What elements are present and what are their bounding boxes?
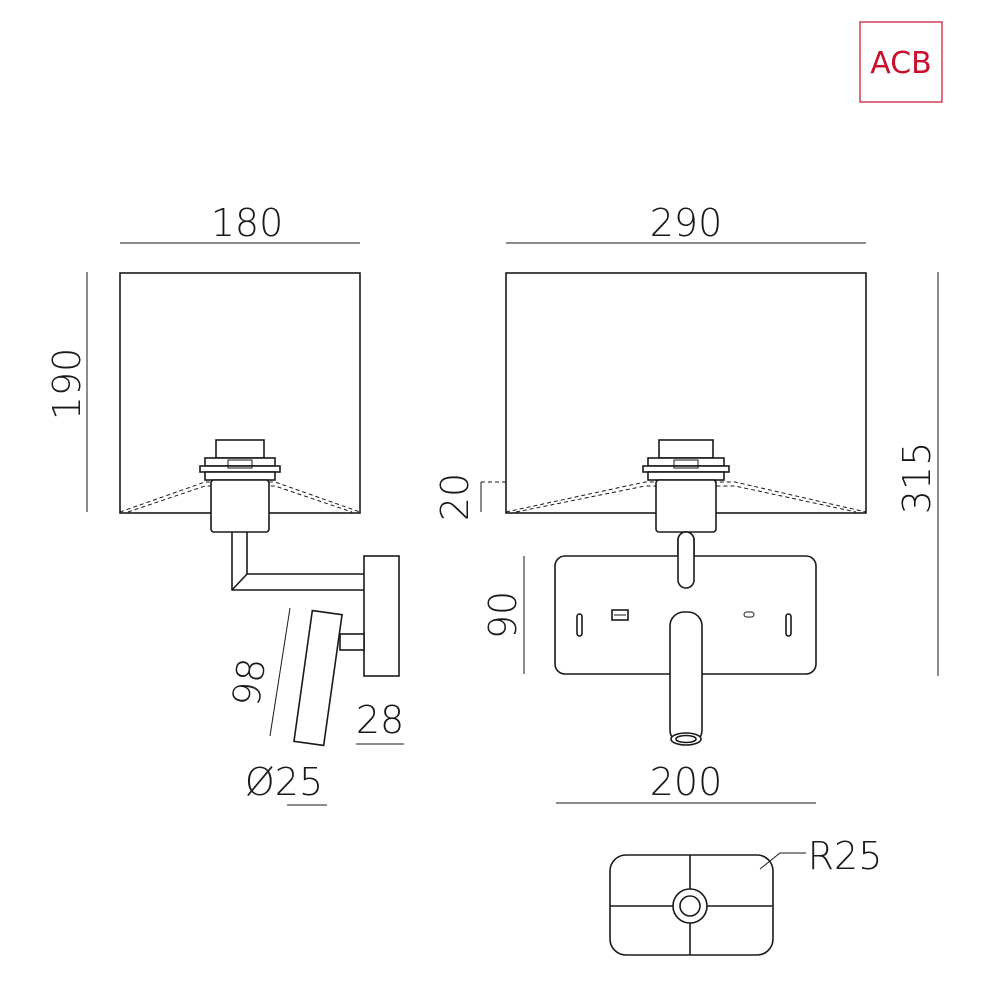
reading-arm-dimension-line <box>269 607 291 737</box>
plate-height-label: 90 <box>481 591 525 639</box>
back-plate-view: R25 <box>609 834 883 956</box>
reading-arm-label: 98 <box>224 655 274 709</box>
radius-leader-line <box>759 852 806 870</box>
side-width-label: 180 <box>211 201 284 245</box>
right-switch <box>785 613 792 637</box>
side-reading-lamp-head <box>293 609 343 747</box>
total-height-label: 315 <box>895 442 939 515</box>
front-width-label: 290 <box>650 201 723 245</box>
side-view: 180 190 98 <box>45 201 404 806</box>
reading-head-depth-label: 28 <box>356 698 404 742</box>
brand-logo: ACB <box>859 21 943 103</box>
back-plate-mount-hole <box>672 888 708 924</box>
plate-radius-label: R25 <box>808 834 883 878</box>
usb-c-port <box>743 611 755 618</box>
side-height-label: 190 <box>45 348 89 421</box>
brand-logo-text: ACB <box>870 46 932 81</box>
shade-offset-label: 20 <box>433 473 477 521</box>
side-shade-dashed-outline <box>119 481 361 513</box>
front-view: 290 315 20 <box>433 201 939 804</box>
front-lamp-socket <box>642 439 730 533</box>
reading-diameter-label: Ø25 <box>245 760 323 804</box>
side-wall-arm <box>231 532 400 677</box>
plate-width-label: 200 <box>650 760 723 804</box>
front-shade-dashed-outline <box>505 481 867 513</box>
left-switch <box>576 613 583 637</box>
front-reading-lamp <box>669 611 703 746</box>
side-lamp-socket <box>199 439 281 533</box>
